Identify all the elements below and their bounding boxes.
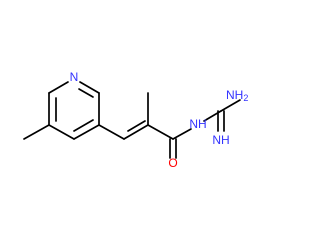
imine-nh-label: NH [212,133,229,147]
bond-ring-vinyl [98,124,125,140]
bond-vinyl-double [123,124,149,140]
pyridine-nitrogen-label: N [70,70,79,84]
molecule-structure: N NH O NH2 NH [23,70,248,170]
bond-ring-c6-n [79,81,100,94]
amine-nh2-subscript: 2 [243,93,248,103]
bond-ring-n-c2 [48,81,69,94]
carbonyl-oxygen-label: O [168,156,177,170]
amine-nh2-display: NH2 [226,88,248,103]
bond-ring-c3-c4 [48,124,75,140]
amide-nh-label: NH [189,117,206,131]
bond-ring-c6-n-inner [78,88,94,98]
bond-alpha-carbonyl [147,124,174,140]
bond-ring-methyl [23,124,50,140]
bond-carbonyl-nh [172,128,192,140]
bond-ring-c4-c5 [73,124,100,140]
amine-nh2-text: NH [226,88,243,102]
bond-ring-c4-c5-inner [73,119,94,132]
bond-vinyl-double-inner [127,120,146,132]
bond-guanidine-nh2 [220,99,241,112]
